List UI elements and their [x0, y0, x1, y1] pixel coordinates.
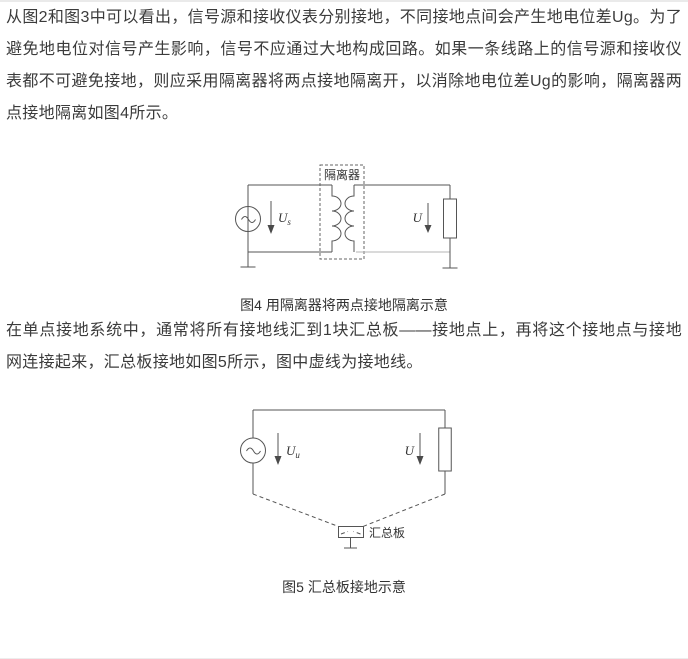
transformer-primary-icon [331, 185, 342, 252]
figure4: 隔离器 Us U [0, 148, 688, 315]
ac-tilde-icon [241, 216, 256, 223]
load-voltage-label: U [413, 210, 424, 225]
voltage-arrowhead-source [267, 225, 275, 234]
figure5: Uu U 汇总板 图5 汇总板接地示意 [0, 403, 688, 597]
busbar-icon [338, 526, 364, 538]
ground-wire-dashed-right [362, 493, 446, 527]
top-divider [0, 0, 688, 2]
figure4-caption: 图4 用隔离器将两点接地隔离示意 [240, 297, 448, 313]
voltage-arrowhead-load [424, 225, 432, 233]
figure5-diagram: Uu U 汇总板 [240, 409, 452, 549]
source-voltage-label: Uu [286, 443, 300, 460]
ground-wire-dashed-left [252, 493, 339, 527]
paragraph-grounding-isolation: 从图2和图3中可以看出，信号源和接收仪表分别接地，不同接地点间会产生地电位差Ug… [6, 9, 682, 122]
busbar-inner-dashes [340, 531, 361, 535]
isolator-label: 隔离器 [324, 167, 360, 182]
voltage-arrowhead-source [274, 456, 282, 465]
source-voltage-label: Us [278, 210, 291, 227]
paragraph-single-point-grounding: 在单点接地系统中，通常将所有接地线汇到1块汇总板——接地点上，再将这个接地点与接… [6, 322, 682, 371]
ac-source-icon [235, 206, 261, 232]
isolator-box [319, 164, 365, 260]
figure4-diagram: 隔离器 Us U [235, 164, 458, 269]
ac-tilde-icon [246, 447, 261, 455]
voltage-arrowhead-load [416, 456, 424, 465]
load-voltage-label: U [405, 443, 416, 458]
figure5-caption: 图5 汇总板接地示意 [282, 579, 406, 595]
resistor-icon [438, 427, 452, 472]
resistor-icon [443, 198, 457, 239]
busbar-label: 汇总板 [369, 526, 405, 540]
transformer-secondary-icon [344, 185, 355, 252]
